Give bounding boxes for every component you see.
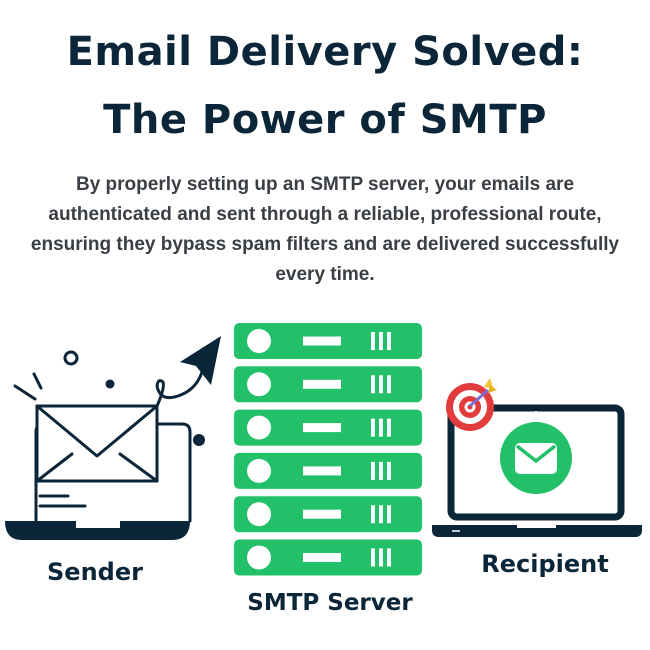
arrow-head-icon	[180, 336, 221, 385]
vent-line-icon	[387, 548, 391, 567]
drive-slot-icon	[303, 466, 341, 476]
vent-line-icon	[371, 332, 375, 350]
dot-small	[105, 379, 115, 389]
sender-label: Sender	[47, 558, 143, 586]
vent-line-icon	[371, 548, 375, 567]
vent-line-icon	[387, 375, 391, 394]
rack-unit	[234, 539, 422, 576]
vent-line-icon	[379, 461, 383, 480]
rack-unit	[234, 323, 422, 359]
recipient-laptop-base	[432, 525, 642, 537]
dot-large	[193, 434, 205, 446]
drive-slot-icon	[303, 336, 341, 346]
title-line-1: Email Delivery Solved:	[66, 29, 584, 75]
description: By properly setting up an SMTP server, y…	[30, 174, 620, 285]
drive-slot-icon	[303, 379, 341, 389]
sender-laptop-base	[5, 521, 190, 540]
vent-line-icon	[379, 548, 383, 567]
smtp-server-label: SMTP Server	[247, 590, 413, 616]
envelope-icon	[35, 404, 159, 483]
vent-line-icon	[387, 461, 391, 480]
sparkle-line-1	[13, 384, 37, 401]
sparkle-ring	[63, 350, 79, 366]
status-light-icon	[247, 329, 271, 353]
rack-unit	[234, 452, 422, 489]
status-light-icon	[247, 502, 271, 527]
vent-line-icon	[379, 505, 383, 524]
rack-unit	[234, 366, 422, 403]
vent-line-icon	[387, 418, 391, 437]
sparkle-line-2	[32, 372, 43, 390]
status-light-icon	[247, 545, 271, 570]
drive-slot-icon	[303, 553, 341, 562]
vent-line-icon	[387, 332, 391, 350]
status-light-icon	[247, 415, 271, 440]
status-light-icon	[247, 372, 271, 397]
rack-unit	[234, 409, 422, 446]
vent-line-icon	[371, 461, 375, 480]
drive-slot-icon	[303, 423, 341, 433]
title-line-2: The Power of SMTP	[103, 97, 547, 143]
vent-line-icon	[379, 375, 383, 394]
vent-line-icon	[379, 332, 383, 350]
vent-line-icon	[371, 375, 375, 394]
status-light-icon	[247, 458, 271, 483]
recipient-label: Recipient	[481, 550, 609, 578]
target-icon	[446, 378, 497, 431]
drive-slot-icon	[303, 509, 341, 519]
vent-line-icon	[371, 418, 375, 437]
send-path	[155, 370, 204, 408]
recipient-laptop-screen	[447, 404, 625, 521]
vent-line-icon	[379, 418, 383, 437]
vent-line-icon	[371, 505, 375, 524]
vent-line-icon	[387, 505, 391, 524]
rack-unit	[234, 496, 422, 533]
